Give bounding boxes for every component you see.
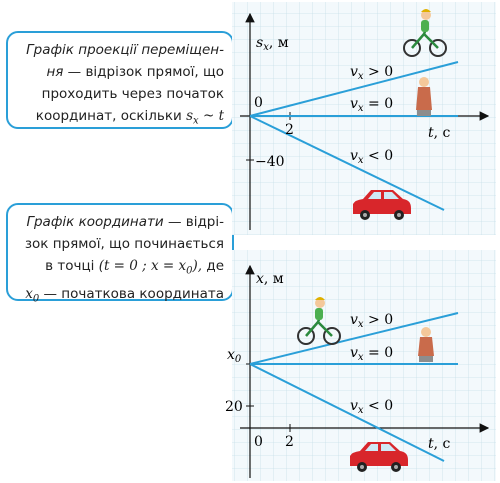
label-zero-velocity: vx = 0 (350, 96, 393, 114)
callout-text: проходить через початок (41, 86, 224, 102)
y-axis-label: sx, м (256, 35, 289, 53)
math-sub: x (193, 115, 199, 127)
car-icon (353, 190, 411, 220)
graph-coordinate: x, м t, с x0 0 2 20 vx > 0 vx = 0 vx < 0 (225, 250, 496, 481)
callout-text: Графік координати (26, 214, 164, 230)
label-positive-velocity: vx > 0 (350, 312, 393, 330)
x-tick-label: 2 (285, 434, 294, 450)
grid-lines (232, 250, 496, 481)
y-tick-label: −40 (255, 154, 285, 170)
math-s: s (186, 108, 194, 124)
grid-lines (232, 2, 496, 235)
callout-text: — початкова координата (39, 285, 224, 302)
callout-text: координат, оскільки (35, 108, 187, 124)
x0-label: x0 (227, 347, 242, 365)
origin-label: 0 (254, 95, 263, 111)
standing-person-icon (416, 77, 432, 116)
label-negative-velocity: vx < 0 (350, 148, 393, 166)
callout-text: зок прямої, що починається (24, 236, 224, 252)
line-positive-velocity (249, 312, 459, 365)
callout-text: ня (46, 64, 64, 80)
math-rest: ~ t (198, 108, 224, 124)
y-axis-label: x, м (256, 271, 284, 287)
line-negative-velocity (249, 115, 445, 211)
label-zero-velocity: vx = 0 (350, 345, 393, 363)
cyclist-icon (297, 297, 341, 345)
x-axis-label: t, с (428, 125, 451, 141)
callout-text: — відрі- (163, 214, 224, 230)
car-icon (350, 442, 408, 472)
standing-person-icon (418, 327, 434, 362)
callout-displacement: Графік проекції переміщен- ня — відрізок… (6, 31, 234, 129)
math-sub: 0 (186, 265, 193, 277)
math-cond: (t = 0 ; x = x (98, 258, 187, 274)
x-axis-label: t, с (428, 436, 451, 452)
origin-label: 0 (254, 434, 263, 450)
cyclist-icon (403, 9, 447, 57)
label-negative-velocity: vx < 0 (350, 398, 393, 416)
graph-displacement: sx, м t, с 0 2 −40 vx > 0 vx = 0 vx < 0 (232, 2, 496, 235)
math-sub: 0 (32, 293, 40, 305)
math-x: x (25, 285, 33, 302)
line-negative-velocity (249, 363, 445, 462)
callout-text: — відрізок прямої, що (63, 64, 224, 80)
line-positive-velocity (249, 61, 459, 117)
callout-text: Графік проекції переміщен- (26, 42, 224, 58)
x-tick-label: 2 (285, 122, 294, 138)
callout-text: де (202, 258, 224, 274)
callout-coordinate: Графік координати — відрі- зок прямої, щ… (6, 203, 234, 305)
y-tick-label: 20 (225, 399, 243, 415)
math-cond-end: ), (192, 258, 203, 274)
callout-text: в точці (45, 258, 99, 274)
label-positive-velocity: vx > 0 (350, 64, 393, 82)
